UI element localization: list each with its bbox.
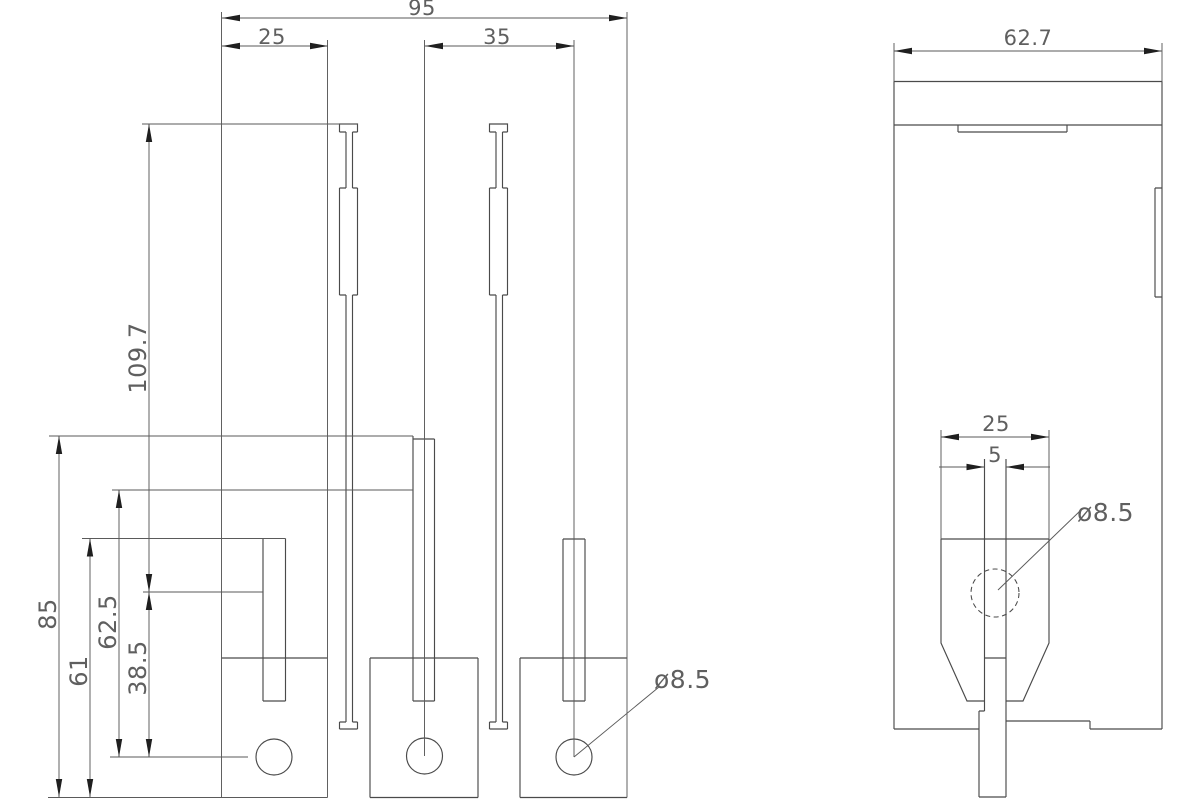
front-hole-diameter-label: ø8.5 [654, 665, 711, 694]
arrow-85-bottom [55, 779, 63, 797]
side-hole-diameter-label: ø8.5 [1077, 498, 1134, 527]
arrow-25s-left [941, 433, 959, 441]
dim-left-block-width-label: 25 [258, 25, 286, 49]
dim-hole-center-height-label: 38.5 [124, 640, 152, 695]
dim-pin-length-label: 109.7 [124, 322, 152, 393]
front-pin-right-outline [488, 123, 509, 730]
side-hole-leader-line [997, 510, 1081, 591]
arrow-62-5-top [115, 490, 123, 508]
dim-hole-spacing-label: 35 [483, 25, 511, 49]
arrow-25-right [310, 42, 328, 50]
arrow-95-right [609, 14, 627, 22]
arrow-5-right [1006, 463, 1024, 471]
arrow-61-top [86, 538, 94, 557]
arrow-35-left [425, 42, 443, 50]
front-terminal-blocks [221, 657, 627, 799]
dim-tab-width-label: 25 [982, 412, 1010, 436]
front-view: 95 25 35 109.7 85 61 62.5 38.5 ø8.5 [34, 0, 711, 799]
arrow-62-7-left [894, 47, 912, 55]
side-arrowheads [894, 47, 1162, 471]
front-dimension-lines [58, 17, 627, 797]
front-tab-left [262, 538, 287, 702]
arrow-85-top [55, 436, 63, 454]
side-body-outline [893, 80, 1163, 730]
side-extension-lines [893, 43, 1163, 539]
arrow-38-5-bottom [145, 739, 153, 757]
side-bracket-outline [940, 538, 1050, 702]
dim-tab-top-height-label: 61 [65, 655, 93, 687]
front-pin-left-outline [338, 123, 359, 730]
dim-overall-width-label: 95 [408, 0, 436, 20]
arrow-61-bottom [86, 779, 94, 797]
dim-overall-height-label: 85 [34, 598, 62, 630]
side-hole-circle [970, 568, 1020, 618]
arrow-38-5-top [145, 592, 153, 610]
front-arrowheads [55, 14, 627, 797]
arrow-25-left [222, 42, 240, 50]
arrow-62-7-right [1144, 47, 1162, 55]
dim-tab-thickness-label: 5 [988, 443, 1002, 467]
arrow-25s-right [1031, 433, 1049, 441]
dim-depth-label: 62.7 [1004, 26, 1053, 50]
front-tab-middle [412, 436, 436, 702]
arrow-62-5-bottom [115, 739, 123, 757]
arrow-5-left [966, 463, 985, 471]
side-view: 62.7 25 5 ø8.5 [893, 26, 1163, 798]
dim-bend-height-label: 62.5 [94, 594, 122, 649]
front-hole-leader-line [573, 686, 660, 758]
front-hole-left [255, 738, 293, 776]
side-dimension-lines [894, 50, 1162, 468]
arrow-109-7-bottom [145, 574, 153, 592]
arrow-95-left [222, 14, 240, 22]
front-extension-lines [48, 12, 628, 798]
side-tab-outline [978, 459, 1007, 798]
arrow-109-7-top [145, 124, 153, 142]
arrow-35-right [556, 42, 574, 50]
